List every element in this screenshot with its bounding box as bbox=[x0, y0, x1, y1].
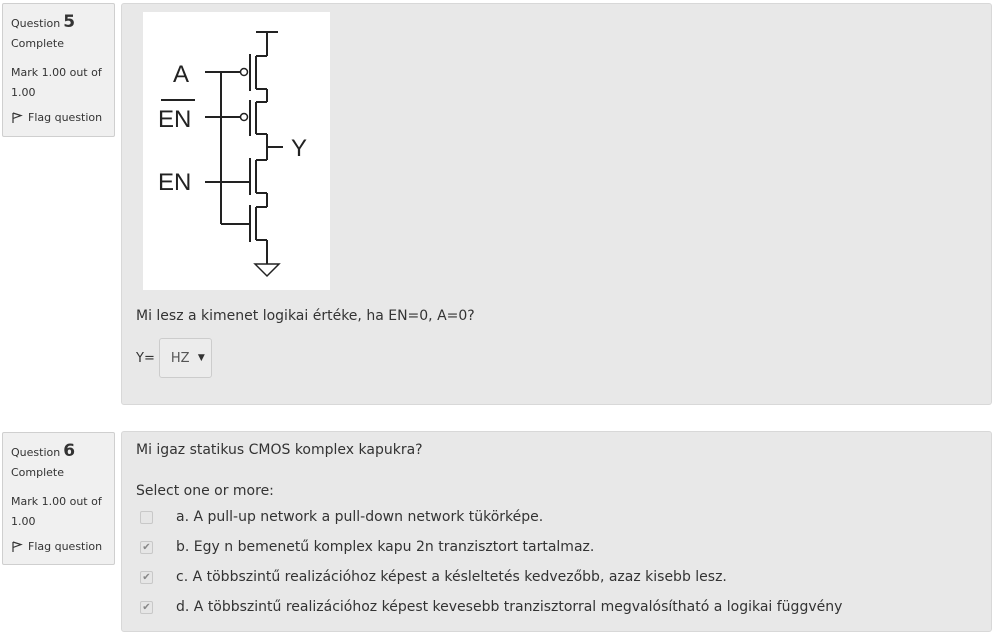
option-a[interactable]: a. A pull-up network a pull-down network… bbox=[140, 502, 842, 532]
check-icon: ✔ bbox=[142, 571, 151, 583]
question-number-value: 6 bbox=[63, 441, 76, 461]
input-en-label: EN bbox=[158, 169, 191, 196]
flag-icon bbox=[12, 111, 23, 123]
flag-icon bbox=[12, 540, 23, 552]
question-5-content: A EN EN Y Mi lesz a kimenet logikai érté… bbox=[121, 3, 992, 405]
cmos-circuit-figure: A EN EN Y bbox=[143, 12, 330, 290]
option-label: d. A többszintű realizációhoz képest kev… bbox=[176, 599, 843, 615]
option-d[interactable]: ✔ d. A többszintű realizációhoz képest k… bbox=[140, 592, 842, 622]
answer-select[interactable]: HZ ▼ bbox=[158, 338, 212, 378]
input-a-label: A bbox=[173, 61, 189, 88]
option-b[interactable]: ✔ b. Egy n bemenetű komplex kapu 2n tran… bbox=[140, 532, 842, 562]
option-label: b. Egy n bemenetű komplex kapu 2n tranzi… bbox=[176, 539, 595, 555]
option-label: a. A pull-up network a pull-down network… bbox=[176, 509, 544, 525]
input-en-bar-label: EN bbox=[158, 106, 191, 133]
question-6-content: Mi igaz statikus CMOS komplex kapukra? S… bbox=[121, 431, 992, 632]
question-state: Complete bbox=[11, 37, 65, 50]
option-c[interactable]: ✔ c. A többszintű realizációhoz képest a… bbox=[140, 562, 842, 592]
question-number-value: 5 bbox=[63, 12, 76, 32]
answer-prompt: Select one or more: bbox=[136, 483, 274, 499]
check-icon: ✔ bbox=[142, 601, 151, 613]
checkbox-checked[interactable]: ✔ bbox=[140, 540, 153, 554]
answer-row: Y= HZ ▼ bbox=[136, 338, 212, 378]
question-text: Mi lesz a kimenet logikai értéke, ha EN=… bbox=[136, 308, 475, 324]
question-text: Mi igaz statikus CMOS komplex kapukra? bbox=[136, 442, 423, 458]
question-state: Complete bbox=[11, 466, 65, 479]
check-icon: ✔ bbox=[142, 541, 151, 553]
cmos-circuit-diagram: A EN EN Y bbox=[158, 31, 307, 278]
flag-question-link[interactable]: Flag question bbox=[11, 540, 114, 553]
output-y-label: Y bbox=[291, 135, 307, 162]
select-value: HZ bbox=[170, 350, 190, 366]
question-grade: Mark 1.00 out of 1.00 bbox=[11, 66, 102, 99]
checkbox-unchecked[interactable] bbox=[140, 510, 153, 524]
flag-question-label: Flag question bbox=[28, 111, 103, 124]
question-label: Question bbox=[11, 17, 61, 30]
checkbox-checked[interactable]: ✔ bbox=[140, 570, 153, 584]
flag-question-link[interactable]: Flag question bbox=[11, 111, 114, 124]
answer-prefix: Y= bbox=[136, 350, 155, 366]
dropdown-arrow-icon: ▼ bbox=[197, 353, 205, 363]
question-label: Question bbox=[11, 446, 61, 459]
checkbox-checked[interactable]: ✔ bbox=[140, 600, 153, 614]
flag-question-label: Flag question bbox=[28, 540, 103, 553]
question-grade: Mark 1.00 out of 1.00 bbox=[11, 495, 102, 528]
answer-options: a. A pull-up network a pull-down network… bbox=[140, 502, 842, 622]
option-label: c. A többszintű realizációhoz képest a k… bbox=[176, 569, 727, 585]
